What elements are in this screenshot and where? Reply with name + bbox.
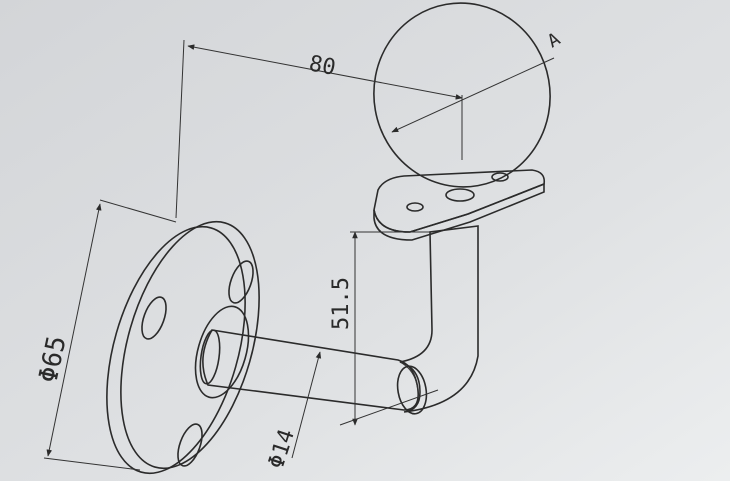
dimension-51-5-label: 51.5	[329, 277, 354, 330]
dimension-80-label: 80	[307, 51, 338, 81]
saddle-bracket	[373, 169, 546, 241]
dimension-arm-length: 80	[175, 39, 463, 219]
handrail-section-circle	[373, 2, 551, 188]
flange-plate	[106, 220, 260, 475]
mounting-holes	[141, 260, 254, 467]
dimension-height: 51.5	[329, 231, 439, 426]
